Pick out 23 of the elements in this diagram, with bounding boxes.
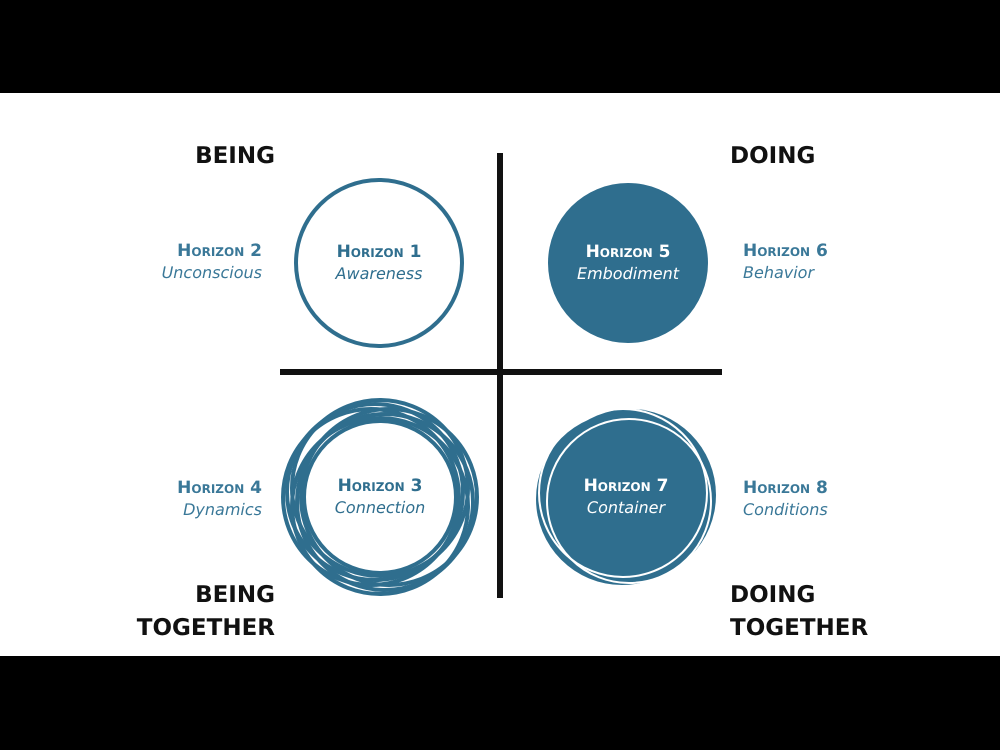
circle-node [293, 177, 465, 349]
node-title: Horizon 7 [584, 475, 668, 497]
horizon-subtitle: Dynamics [183, 499, 262, 521]
node-title: Horizon 5 [586, 241, 670, 263]
quadrant-heading: BEING [195, 142, 275, 171]
horizon-title: Horizon 6 [743, 240, 828, 262]
horizon-subtitle: Unconscious [162, 262, 262, 284]
horizon-subtitle: Behavior [743, 262, 814, 284]
circle-node [548, 183, 708, 343]
horizon-subtitle: Conditions [743, 499, 828, 521]
node-title: Horizon 1 [336, 241, 422, 263]
circle-node [280, 397, 480, 597]
node-subtitle: Awareness [336, 263, 422, 285]
quadrant-heading: DOING [730, 142, 816, 171]
node-title: Horizon 3 [338, 475, 422, 497]
quadrant-heading: BEING TOGETHER [136, 581, 275, 643]
horizon-title: Horizon 2 [177, 240, 262, 262]
node-subtitle: Connection [334, 497, 426, 519]
node-subtitle: Container [586, 497, 666, 519]
quadrant-heading: DOING TOGETHER [730, 581, 870, 643]
node-subtitle: Embodiment [576, 263, 680, 285]
horizon-title: Horizon 4 [177, 477, 262, 499]
horizon-title: Horizon 8 [743, 477, 828, 499]
